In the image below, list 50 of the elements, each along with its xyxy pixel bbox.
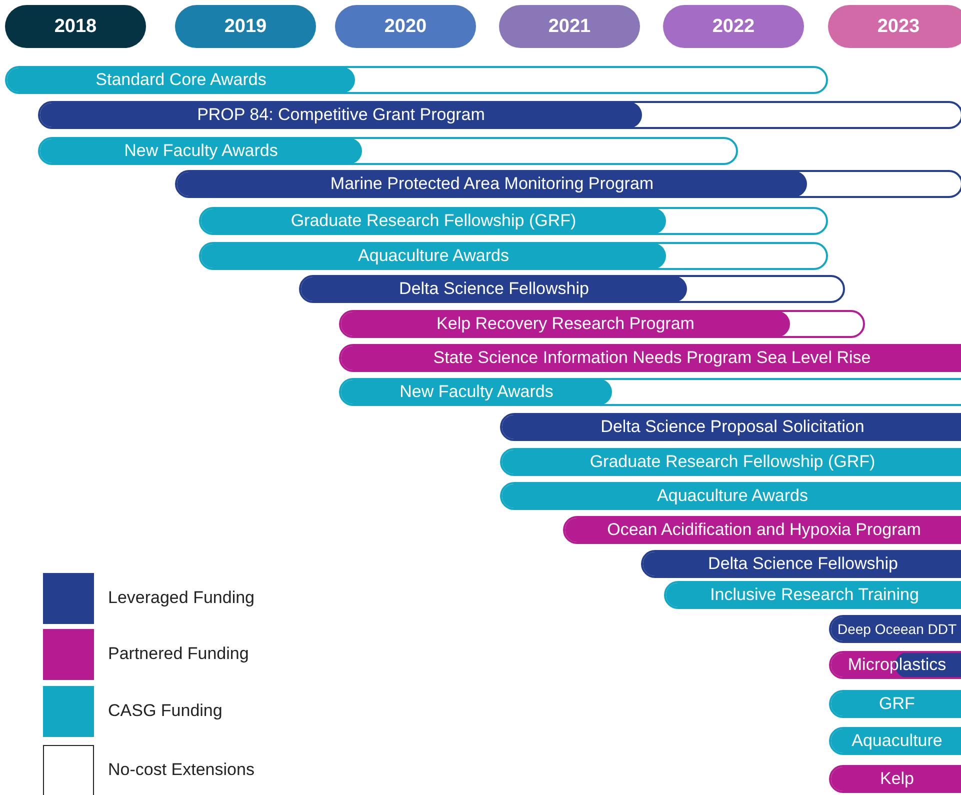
- year-pill: 2019: [175, 5, 316, 48]
- legend-label: No-cost Extensions: [108, 760, 254, 780]
- bar-label: Deep Oceean DDT: [837, 620, 957, 639]
- bar-label: Standard Core Awards: [96, 70, 266, 90]
- bar-label: Inclusive Research Training: [710, 585, 919, 605]
- bar-label: Delta Science Fellowship: [708, 554, 898, 574]
- legend-label: CASG Funding: [108, 701, 222, 721]
- bar-label: State Science Information Needs Program Sea Level Rise: [433, 348, 871, 368]
- timeline-bar: [175, 170, 961, 198]
- bar-label: Aquaculture Awards: [657, 486, 808, 506]
- timeline-bar: [829, 765, 961, 793]
- timeline-bar: [199, 207, 828, 235]
- year-pill: 2020: [335, 5, 476, 48]
- bar-label: Aquaculture Awards: [358, 246, 509, 266]
- timeline-bar: [829, 690, 961, 718]
- bar-label: Kelp Recovery Research Program: [436, 314, 694, 334]
- timeline-bar: [664, 581, 961, 609]
- year-pill: 2021: [499, 5, 640, 48]
- timeline-bar: [339, 344, 961, 372]
- timeline-bar: [339, 378, 961, 406]
- timeline-bar: [5, 66, 828, 94]
- bar-label: Kelp: [880, 769, 914, 789]
- legend-label: Leveraged Funding: [108, 588, 255, 608]
- legend-label: Partnered Funding: [108, 644, 249, 664]
- timeline-bar: [641, 550, 961, 578]
- bar-label: Graduate Research Fellowship (GRF): [290, 211, 576, 231]
- timeline-bar: [500, 448, 961, 476]
- year-pill: 2018: [5, 5, 146, 48]
- bar-label: PROP 84: Competitive Grant Program: [197, 105, 485, 125]
- year-pill: 2023: [828, 5, 961, 48]
- bar-label: Delta Science Fellowship: [399, 279, 589, 299]
- timeline-bar: [199, 242, 828, 270]
- timeline-bar: [299, 275, 845, 303]
- bar-label: Aquaculture: [852, 731, 942, 751]
- bar-label: New Faculty Awards: [400, 382, 554, 402]
- timeline-bar: [500, 482, 961, 510]
- timeline-bar: [829, 615, 961, 643]
- bar-label: GRF: [879, 694, 915, 714]
- year-pill: 2022: [663, 5, 804, 48]
- bar-label: Graduate Research Fellowship (GRF): [590, 452, 876, 472]
- timeline-bar: [38, 101, 961, 129]
- bar-label: Marine Protected Area Monitoring Program: [330, 174, 654, 194]
- bar-label: Ocean Acidification and Hypoxia Program: [607, 520, 921, 540]
- timeline-bar: [829, 727, 961, 755]
- timeline-bar: [339, 310, 865, 338]
- timeline-bar: [563, 516, 961, 544]
- bar-label: New Faculty Awards: [124, 141, 278, 161]
- bar-label: Delta Science Proposal Solicitation: [600, 417, 864, 437]
- timeline-bar: [38, 137, 738, 165]
- timeline-bar: [500, 413, 961, 441]
